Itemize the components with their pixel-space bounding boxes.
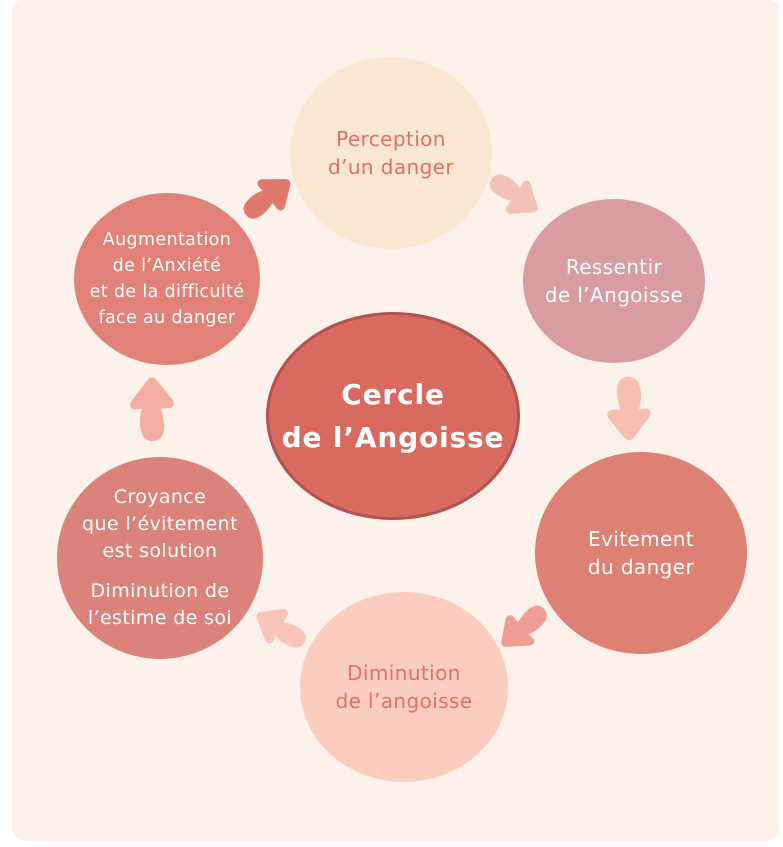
diagram-title-line: de l’Angoisse: [281, 421, 505, 454]
arrow-ressentir-to-evitement: [601, 371, 656, 445]
node-label-group: Croyance que l’évitement est solution: [82, 484, 238, 565]
node-ressentir-angoisse: Ressentir de l’Angoisse: [523, 199, 705, 363]
arrow-up-left-icon: [256, 609, 306, 648]
arrow-down-icon: [607, 376, 651, 441]
node-label-line: de l’Anxiété: [112, 255, 222, 276]
arrow-perception-to-ressentir: [474, 156, 554, 232]
arrow-augmentation-to-perception: [227, 160, 307, 237]
node-center-title: Cercle de l’Angoisse: [266, 312, 520, 520]
node-label-line: Croyance: [113, 486, 207, 509]
node-label-line: Perception: [336, 126, 446, 151]
node-label-line: de l’angoisse: [335, 689, 473, 713]
node-augmentation-anxiete: Augmentation de l’Anxiété et de la diffi…: [74, 193, 260, 365]
arrow-up-right-icon: [243, 179, 291, 219]
node-label-line: Diminution: [347, 660, 461, 685]
node-label-line: face au danger: [98, 308, 236, 329]
node-perception-dun-danger: Perception d’un danger: [290, 57, 492, 249]
arrow-croyance-to-augmentation: [124, 373, 179, 447]
node-label-group: Diminution de l’estime de soi: [88, 578, 232, 632]
node-label-line: l’estime de soi: [87, 606, 233, 629]
node-evitement-du-danger: Evitement du danger: [535, 452, 747, 654]
arrow-up-icon: [130, 377, 174, 442]
node-croyance-evitement: Croyance que l’évitement est solution Di…: [57, 457, 263, 659]
node-label-line: et de la difficulté: [89, 282, 245, 302]
node-label-line: Ressentir: [565, 254, 663, 279]
node-label-line: Diminution de: [90, 579, 230, 602]
arrow-down-right-icon: [489, 174, 538, 214]
arrow-evitement-to-diminution: [484, 588, 564, 666]
node-label-line: d’un danger: [327, 155, 454, 179]
diagram-title-line: Cercle: [341, 377, 445, 411]
node-label-line: du danger: [587, 555, 695, 579]
node-label-line: Augmentation: [102, 229, 232, 250]
node-label-line: est solution: [102, 540, 218, 563]
node-label-line: de l’Angoisse: [544, 283, 684, 307]
arrow-down-left-icon: [501, 605, 547, 647]
node-label-line: Evitement: [587, 526, 695, 551]
node-diminution-angoisse: Diminution de l’angoisse: [300, 592, 508, 782]
arrow-diminution-to-croyance: [241, 592, 321, 667]
node-label-line: que l’évitement: [82, 513, 238, 536]
